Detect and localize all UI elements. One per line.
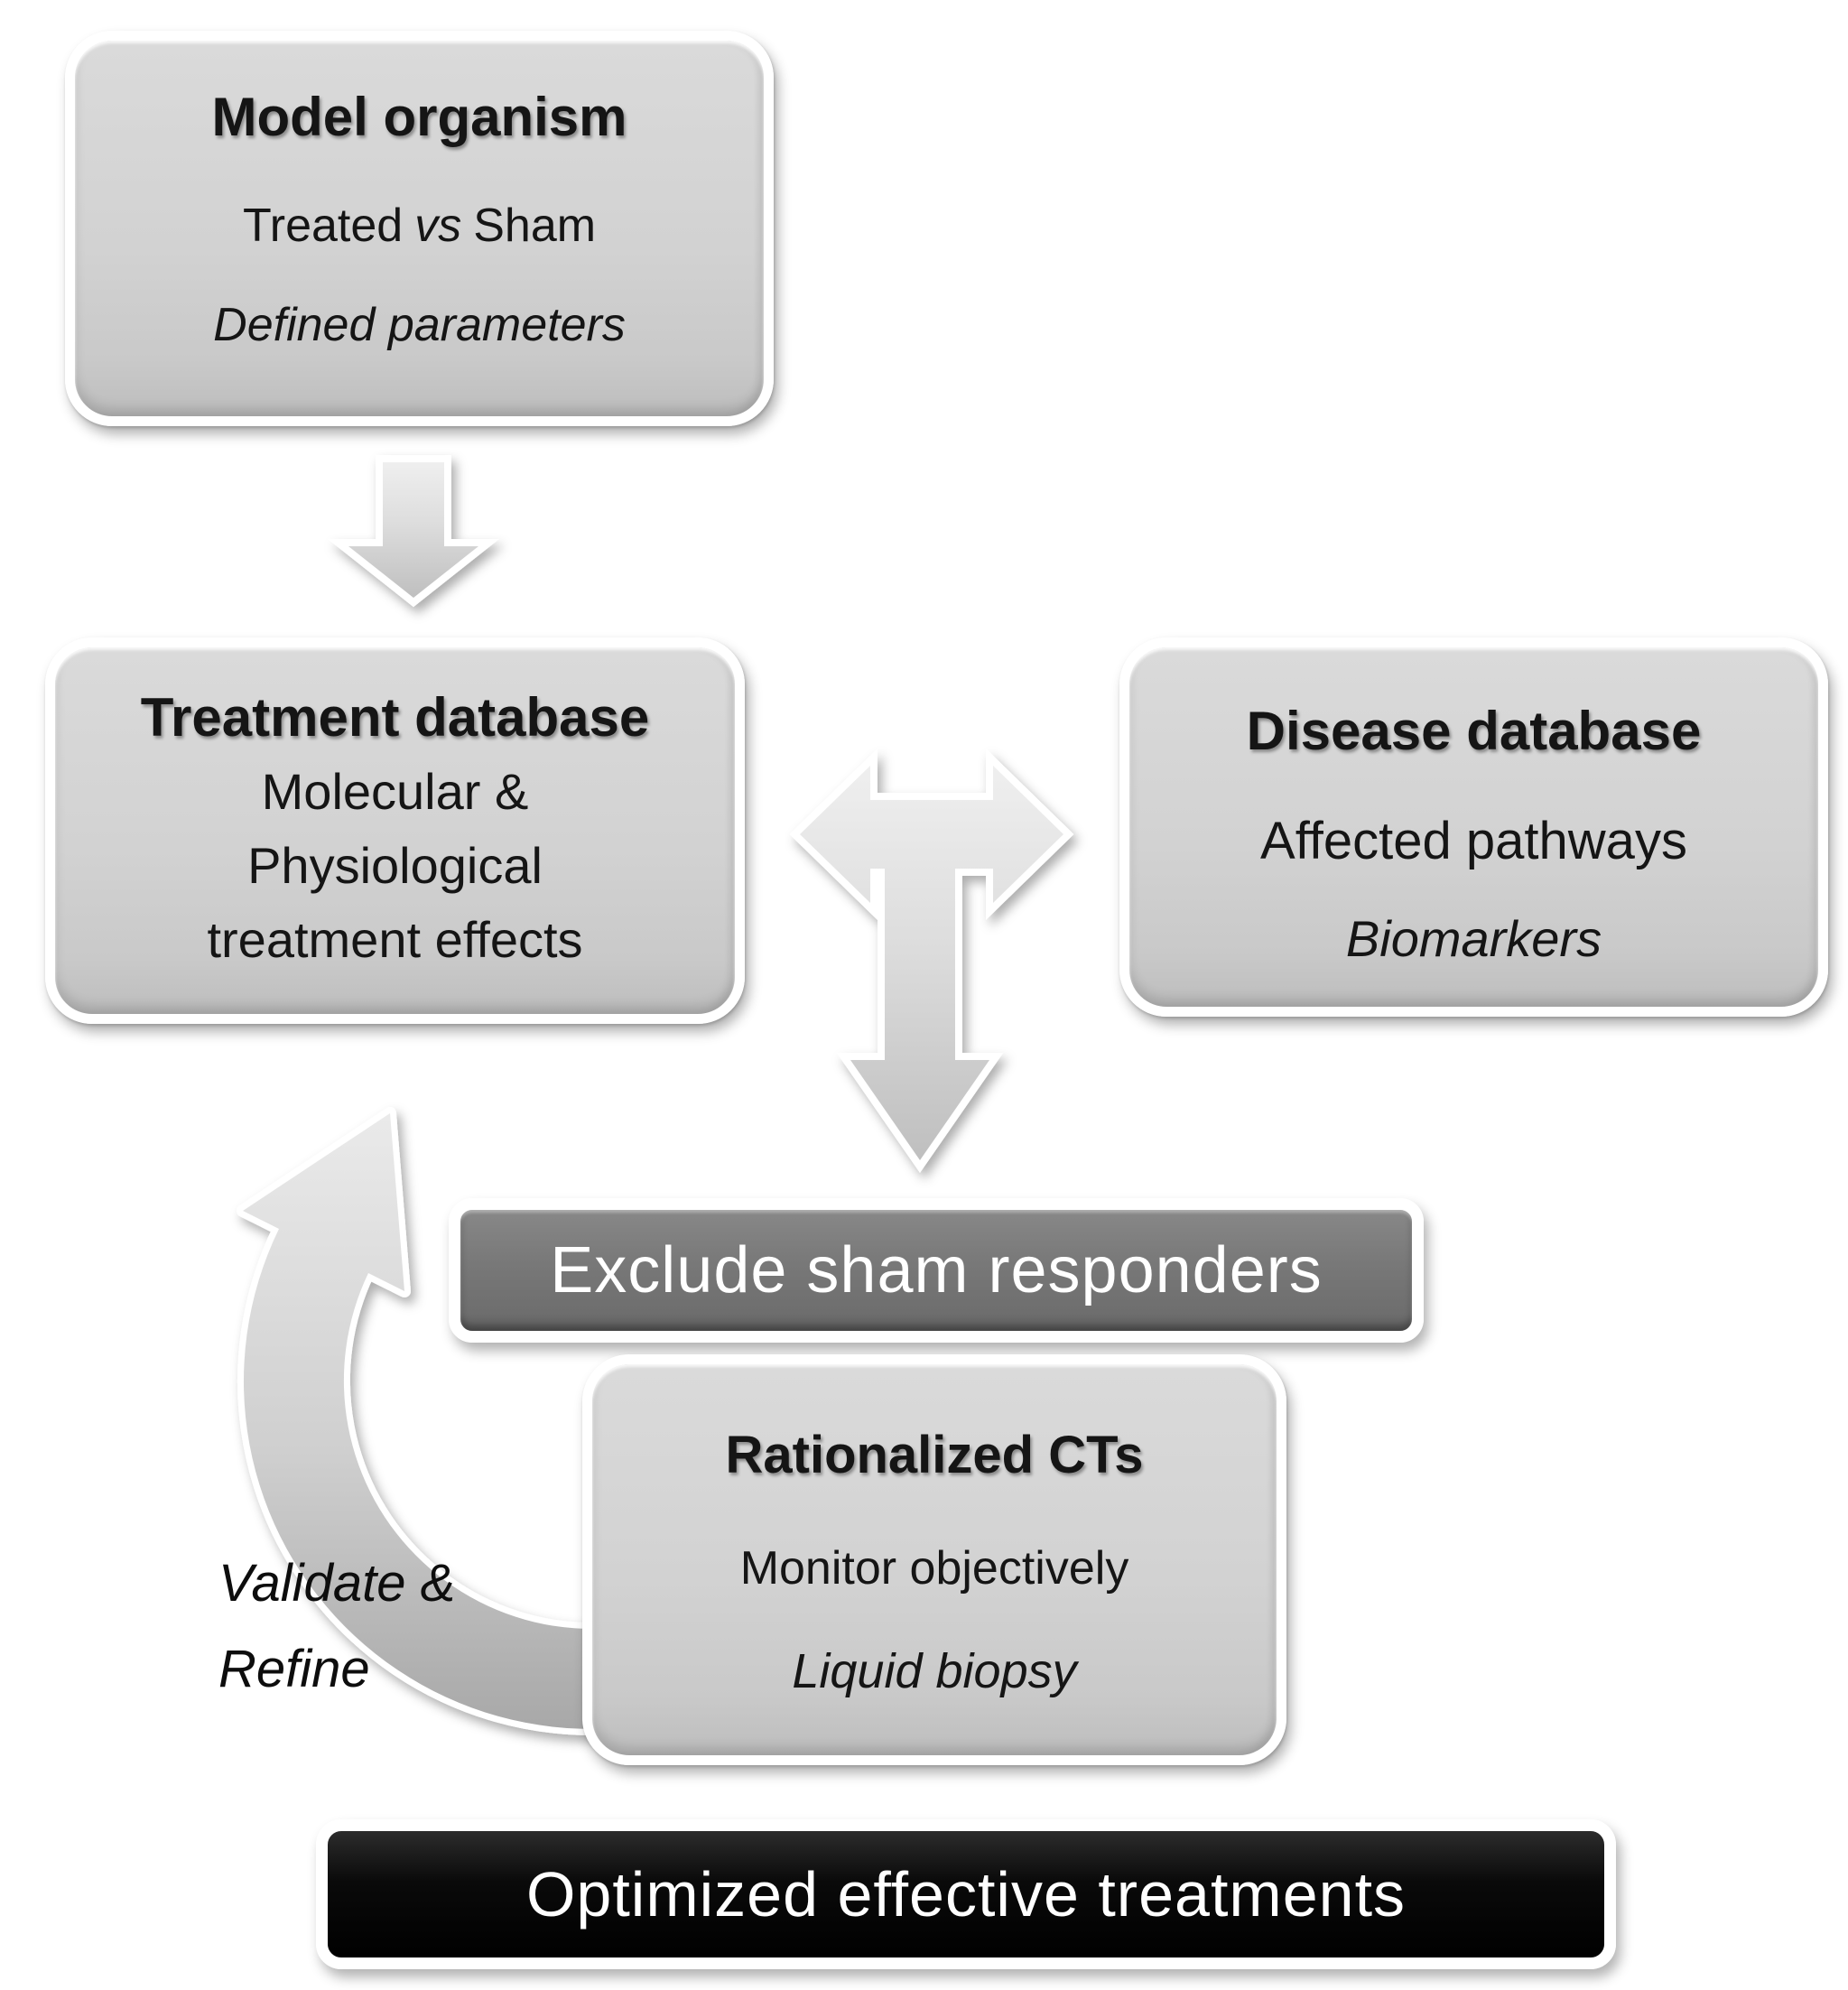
validate-refine-line2: Refine [218,1640,370,1698]
treatment-database-title: Treatment database [140,687,650,748]
disease-database-line3: Biomarkers [1345,910,1602,967]
rationalized-cts-title: Rationalized CTs [725,1426,1144,1484]
optimized-treatments-banner: Optimized effective treatments [316,1819,1616,1969]
treatment-database-line2: Molecular & [261,763,529,820]
exclude-sham-responders-label: Exclude sham responders [550,1234,1323,1307]
model-organism-title: Model organism [211,87,627,147]
exclude-sham-responders-banner: Exclude sham responders [449,1198,1424,1343]
treatment-database-line4: treatment effects [207,911,583,968]
optimized-treatments-label: Optimized effective treatments [525,1859,1407,1930]
treatment-database-line3: Physiological [247,837,543,894]
rationalized-cts-line3: Liquid biopsy [792,1644,1077,1698]
down-block-arrow-icon [328,455,499,608]
disease-database-box: Disease database Affected pathways Bioma… [1119,637,1828,1017]
validate-refine-label: Validate & Refine [218,1540,598,1712]
model-organism-line3: Defined parameters [213,299,626,351]
rationalized-cts-line2: Monitor objectively [739,1542,1129,1595]
disease-database-title: Disease database [1246,701,1702,761]
treatment-database-box: Treatment database Molecular & Physiolog… [45,637,745,1024]
left-right-down-arrow-icon [789,749,1074,1174]
disease-database-line2: Affected pathways [1260,812,1687,870]
rationalized-cts-box: Rationalized CTs Monitor objectively Liq… [582,1354,1286,1765]
validate-refine-line1: Validate & [218,1554,456,1613]
curved-return-arrow-icon [237,1107,772,1735]
